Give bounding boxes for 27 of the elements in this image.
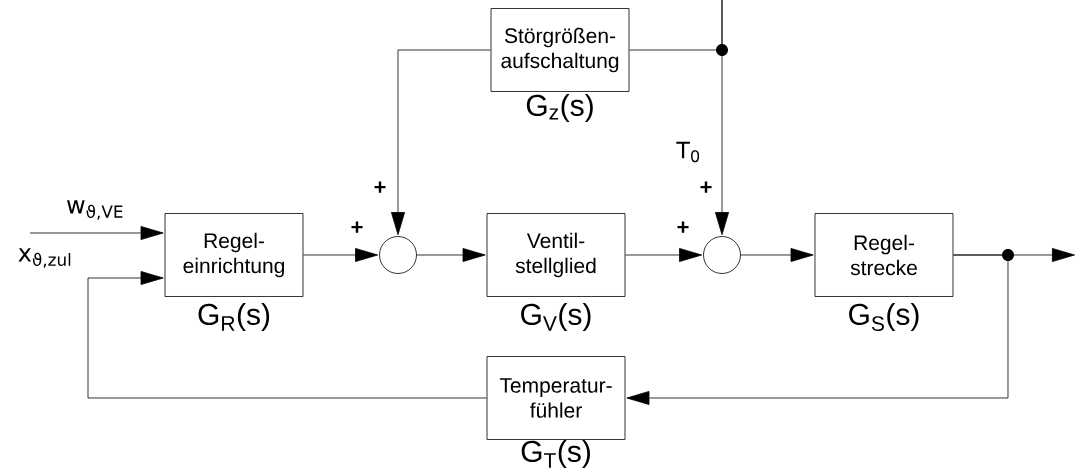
arrow <box>29 226 164 240</box>
arrow <box>416 248 486 262</box>
block-box: Temperatur- fühler <box>486 356 626 440</box>
arrow <box>625 248 703 262</box>
edge-label: + <box>374 181 386 193</box>
transfer-function: G$_{T}$(s) <box>521 440 590 468</box>
edge-label: + <box>351 221 363 233</box>
edge-label: w$_{ϑ,VE}$ <box>67 200 123 220</box>
signal-label: x$_{ϑ,zul}$ <box>18 248 71 268</box>
arrow <box>303 248 379 262</box>
signal-label: T$_{0}$ <box>676 141 700 163</box>
arrow <box>740 248 814 262</box>
summing-junction <box>379 236 417 274</box>
arrow <box>87 271 487 399</box>
block-box: Störgrößen- aufschaltung <box>490 8 630 92</box>
summing-junction <box>703 236 741 274</box>
block-box: Regel- einrichtung <box>164 213 304 297</box>
edge-label: + <box>700 181 712 193</box>
transfer-function: G$_{z}$(s) <box>526 94 593 122</box>
transfer-function: G$_{V}$(s) <box>521 303 591 331</box>
transfer-function: G$_{S}$(s) <box>849 303 919 331</box>
block-box: Regel- strecke <box>814 213 954 297</box>
block-box: Ventil- stellglied <box>486 213 626 297</box>
transfer-function: G$_{R}$(s) <box>198 303 270 331</box>
edge-label: + <box>677 221 689 233</box>
arrow <box>626 254 1009 405</box>
arrow <box>391 49 491 236</box>
